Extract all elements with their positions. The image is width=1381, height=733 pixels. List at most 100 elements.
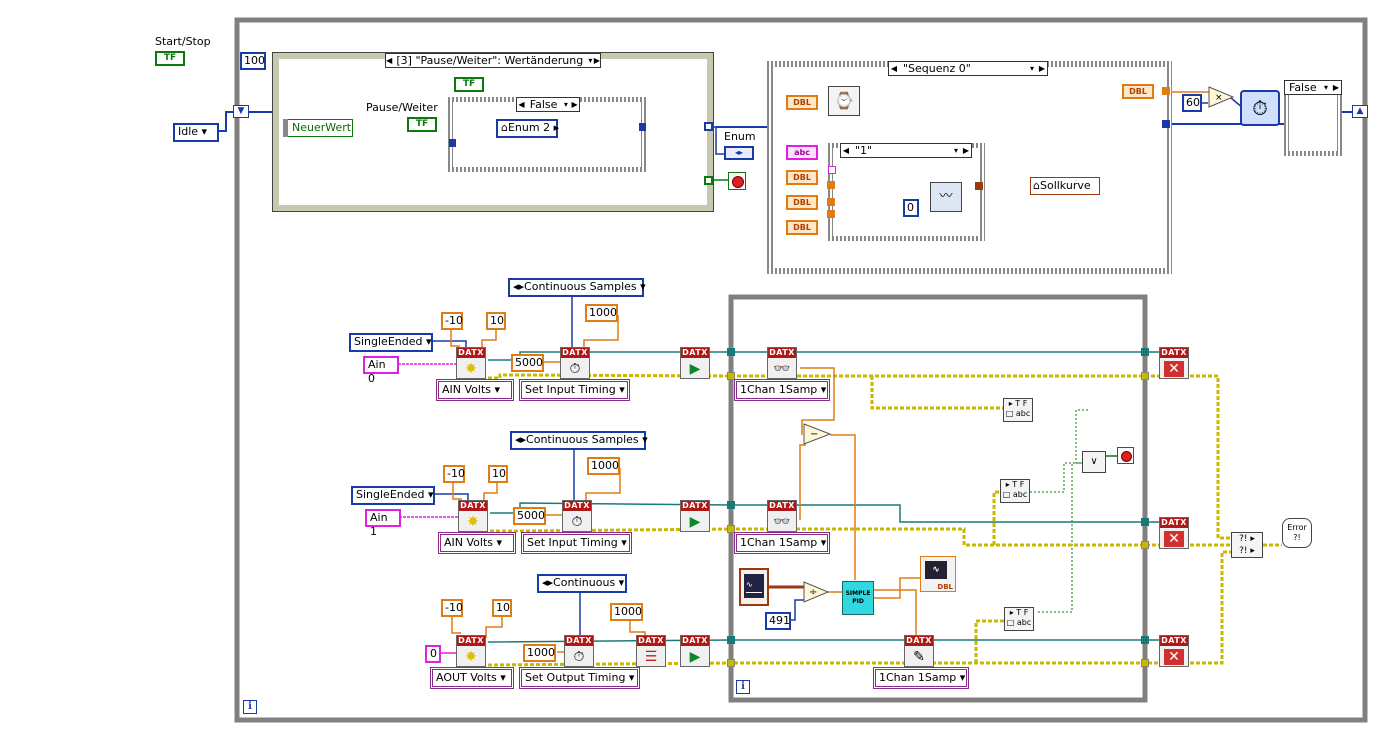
- read1-mode[interactable]: 1Chan 1Samp ▾: [734, 379, 830, 401]
- sollkurve-local-variable[interactable]: ⌂Sollkurve: [1030, 177, 1100, 195]
- aout-rate[interactable]: 1000: [610, 603, 643, 621]
- aout-buffer-write[interactable]: DATX☰: [636, 635, 666, 667]
- aout-samples[interactable]: 1000: [523, 644, 556, 662]
- ain0-create-channel[interactable]: DATX✸: [456, 347, 486, 379]
- ain0-max[interactable]: 10: [486, 312, 506, 330]
- error-handler-icon[interactable]: Error?!: [1282, 518, 1312, 548]
- false-case-selector[interactable]: False ▾ ▶: [1284, 80, 1342, 95]
- ain1-sample-mode[interactable]: ◂▸Continuous Samples ▾: [510, 431, 648, 450]
- dropdown-icon[interactable]: ▾: [563, 100, 568, 109]
- dbl-constant[interactable]: DBL: [786, 220, 818, 235]
- read-ain0[interactable]: DATX👓: [767, 347, 797, 379]
- ain1-rate[interactable]: 1000: [587, 457, 620, 475]
- write-pencil-icon: ✎: [913, 649, 925, 665]
- ain0-sample-mode[interactable]: ◂▸Continuous Samples ▾: [508, 278, 646, 297]
- divisor-constant[interactable]: 491: [765, 612, 791, 630]
- write-mode[interactable]: 1Chan 1Samp ▾: [873, 667, 969, 689]
- unbundle-error-node[interactable]: ▸ T F□ abc: [1000, 479, 1030, 503]
- ain1-timing[interactable]: DATX⏱: [562, 500, 592, 532]
- subtract-icon[interactable]: −: [803, 423, 832, 445]
- ain0-channel[interactable]: Ain 0: [363, 356, 399, 385]
- string-constant[interactable]: abc: [786, 145, 818, 160]
- dbl-constant[interactable]: DBL: [1122, 84, 1154, 99]
- ain1-terminal-config[interactable]: SingleEnded ▾: [351, 486, 435, 505]
- pause-weiter-terminal[interactable]: TF: [407, 117, 437, 132]
- ain1-start-task[interactable]: DATX▶: [680, 500, 710, 532]
- divide-icon[interactable]: ÷: [803, 581, 830, 603]
- start-stop-terminal[interactable]: TF: [155, 51, 185, 66]
- sixty-constant[interactable]: 60: [1182, 94, 1202, 112]
- loop-tunnel: [1141, 659, 1149, 667]
- shift-register-right-icon: ▲: [1352, 105, 1368, 118]
- case-1-selector[interactable]: ◀ "1" ▾ ▶: [840, 143, 972, 158]
- ain0-timing-select[interactable]: Set Input Timing ▾: [519, 379, 630, 401]
- ain1-samples[interactable]: 5000: [513, 507, 546, 525]
- loop-tunnel: [727, 659, 735, 667]
- ain0-rate[interactable]: 1000: [585, 304, 618, 322]
- event-case-selector[interactable]: ◀ [3] "Pause/Weiter": Wertänderung ▾ ▶: [385, 53, 601, 68]
- aout-create-channel[interactable]: DATX✸: [456, 635, 486, 667]
- bool-local-variable[interactable]: TF: [454, 77, 484, 92]
- unbundle-error-node[interactable]: ▸ T F□ abc: [1003, 398, 1033, 422]
- loop-count-constant[interactable]: 100: [240, 52, 266, 70]
- loop-tunnel: [727, 501, 735, 509]
- aout-max[interactable]: 10: [492, 599, 512, 617]
- dropdown-icon[interactable]: ▾: [1029, 64, 1034, 73]
- multiply-icon[interactable]: ×: [1208, 86, 1235, 108]
- aout-start-task[interactable]: DATX▶: [680, 635, 710, 667]
- zero-constant[interactable]: 0: [903, 199, 919, 217]
- write-aout[interactable]: DATX✎: [904, 635, 934, 667]
- waveform-chart-indicator[interactable]: ∿ DBL: [920, 556, 956, 592]
- read2-mode[interactable]: 1Chan 1Samp ▾: [734, 532, 830, 554]
- selector-prev-icon[interactable]: ◀: [386, 56, 393, 65]
- unbundle-error-node[interactable]: ▸ T F□ abc: [1004, 607, 1034, 631]
- ain1-create-channel[interactable]: DATX✸: [458, 500, 488, 532]
- loop-tunnel: [1141, 541, 1149, 549]
- ain1-max[interactable]: 10: [488, 465, 508, 483]
- inner-case-selector[interactable]: ◀ False ▾ ▶: [516, 97, 580, 112]
- enum-indicator-terminal[interactable]: ◂▸: [724, 146, 754, 160]
- aout-volts-select[interactable]: AOUT Volts ▾: [430, 667, 514, 689]
- ain1-min[interactable]: -10: [443, 465, 465, 483]
- stop-condition-icon: [728, 172, 746, 190]
- ain1-volts-select[interactable]: AIN Volts ▾: [438, 532, 516, 554]
- ain0-min[interactable]: -10: [441, 312, 463, 330]
- ain0-terminal-config[interactable]: SingleEnded ▾: [349, 333, 433, 352]
- merge-errors-node[interactable]: ?! ▸?! ▸: [1231, 532, 1263, 558]
- ain0-volts-select[interactable]: AIN Volts ▾: [436, 379, 514, 401]
- ain0-start-task[interactable]: DATX▶: [680, 347, 710, 379]
- aout-timing[interactable]: DATX⏱: [564, 635, 594, 667]
- clear-task-ain0[interactable]: DATX✕: [1159, 347, 1189, 379]
- or-compound-node[interactable]: ∨: [1082, 451, 1106, 473]
- aout-sample-mode[interactable]: ◂▸Continuous ▾: [537, 574, 627, 593]
- waveform-generator-icon[interactable]: 〰: [930, 182, 962, 212]
- wait-timer-icon[interactable]: ⌚: [828, 86, 860, 116]
- dbl-constant[interactable]: DBL: [786, 195, 818, 210]
- aout-timing-select[interactable]: Set Output Timing ▾: [519, 667, 640, 689]
- aout-min[interactable]: -10: [441, 599, 463, 617]
- dropdown-icon[interactable]: ▾: [953, 146, 958, 155]
- read-ain1[interactable]: DATX👓: [767, 500, 797, 532]
- sequence-selector[interactable]: ◀ "Sequenz 0" ▾ ▶: [888, 61, 1048, 76]
- ain0-samples[interactable]: 5000: [511, 354, 544, 372]
- ain0-timing[interactable]: DATX⏱: [560, 347, 590, 379]
- state-enum-idle[interactable]: Idle ▾: [173, 123, 219, 142]
- ain1-channel[interactable]: Ain 1: [365, 509, 401, 538]
- sollkurve-waveform-icon[interactable]: ∿: [739, 568, 769, 606]
- time-delay-express-icon[interactable]: ⏱: [1240, 90, 1280, 126]
- tunnel: [1162, 120, 1170, 128]
- neuerwert-node[interactable]: NeuerWert: [283, 119, 353, 137]
- dbl-constant[interactable]: DBL: [786, 170, 818, 185]
- enum-constant-2[interactable]: ⌂Enum 2 ▸: [496, 119, 559, 138]
- tunnel: [827, 198, 835, 206]
- clear-task-ain1[interactable]: DATX✕: [1159, 517, 1189, 549]
- dbl-constant[interactable]: DBL: [786, 95, 818, 110]
- create-channel-icon: ✸: [467, 514, 479, 530]
- ain1-timing-select[interactable]: Set Input Timing ▾: [521, 532, 632, 554]
- selector-dropdown-icon[interactable]: ▾: [588, 56, 593, 65]
- clear-task-aout[interactable]: DATX✕: [1159, 635, 1189, 667]
- dropdown-icon[interactable]: ▾: [1323, 83, 1328, 92]
- aout-channel[interactable]: 0: [425, 645, 441, 663]
- selector-next-icon[interactable]: ▶: [593, 56, 600, 65]
- simple-pid-block[interactable]: SIMPLE PID: [842, 581, 874, 615]
